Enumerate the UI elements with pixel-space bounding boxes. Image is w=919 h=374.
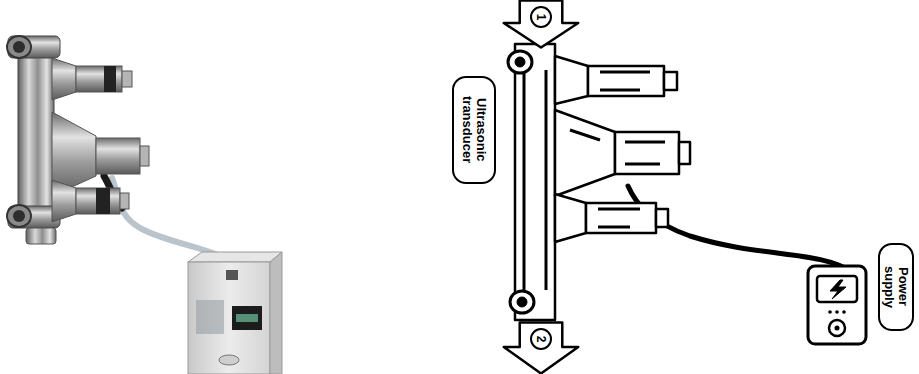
- pipe: [515, 44, 555, 320]
- arrow-shape: [504, 0, 578, 47]
- psu-top: [188, 252, 282, 262]
- cable: [628, 186, 852, 272]
- transducer-tip: [664, 72, 677, 90]
- sketch-device: [508, 44, 866, 344]
- port: [510, 291, 534, 313]
- psu-body: [808, 266, 866, 344]
- port-hole: [13, 41, 25, 53]
- psu-knob-center: [835, 326, 840, 331]
- transducer-body: [76, 66, 122, 92]
- callout-number: 1: [530, 6, 552, 28]
- psu-dot: [842, 310, 846, 314]
- psu-readout: [236, 314, 258, 322]
- port-hole: [13, 210, 25, 222]
- nut: [26, 228, 56, 244]
- psu-knob: [219, 355, 239, 365]
- callout-label: Power supply: [878, 243, 914, 331]
- transducer-cone: [555, 56, 588, 104]
- psu-knob: [829, 320, 845, 336]
- transducer-tip: [122, 71, 132, 87]
- transducer-body: [96, 138, 140, 174]
- shading: [570, 130, 665, 164]
- transducer-tip: [120, 193, 129, 209]
- transducer-cone: [555, 194, 586, 242]
- port-hole: [515, 57, 525, 67]
- port: [508, 51, 532, 73]
- pipe-shading: [524, 60, 546, 300]
- pipe: [18, 48, 54, 226]
- psu-display: [817, 276, 857, 302]
- port: [7, 36, 31, 58]
- cable: [112, 178, 232, 262]
- psu-display: [232, 306, 262, 330]
- photo-device: [7, 36, 282, 374]
- psu-dot: [828, 310, 832, 314]
- arrow-shape: [504, 323, 578, 374]
- transducer-body: [586, 203, 656, 233]
- callout-label: Ultrasonic transducer: [452, 76, 496, 184]
- transducer-cone: [52, 180, 76, 222]
- shading: [600, 72, 650, 90]
- flange: [8, 36, 60, 58]
- psu-side: [270, 252, 282, 374]
- label-text: Ultrasonic transducer: [460, 81, 487, 179]
- transducer-body: [588, 66, 664, 96]
- label-text: Power supply: [882, 248, 909, 326]
- transducer-body: [615, 132, 679, 174]
- psu-dot: [835, 310, 839, 314]
- transducer-tip: [656, 209, 668, 227]
- tape: [96, 188, 110, 214]
- transducer-tip: [140, 146, 149, 166]
- transducer-body: [76, 188, 120, 214]
- flow-arrow: 2: [503, 322, 579, 374]
- psu-switch: [226, 270, 238, 280]
- port: [7, 205, 31, 227]
- lightning-symbol: [830, 280, 846, 299]
- transducer-cone: [555, 110, 615, 196]
- tape: [104, 66, 116, 92]
- callout-number: 2: [530, 328, 552, 350]
- port-hole: [517, 297, 527, 307]
- transducer-cone: [52, 58, 76, 100]
- flow-arrow: 1: [503, 0, 579, 48]
- psu-body: [188, 262, 270, 374]
- transducer-tip: [679, 142, 690, 164]
- psu-panel: [196, 300, 224, 334]
- shading: [598, 209, 640, 227]
